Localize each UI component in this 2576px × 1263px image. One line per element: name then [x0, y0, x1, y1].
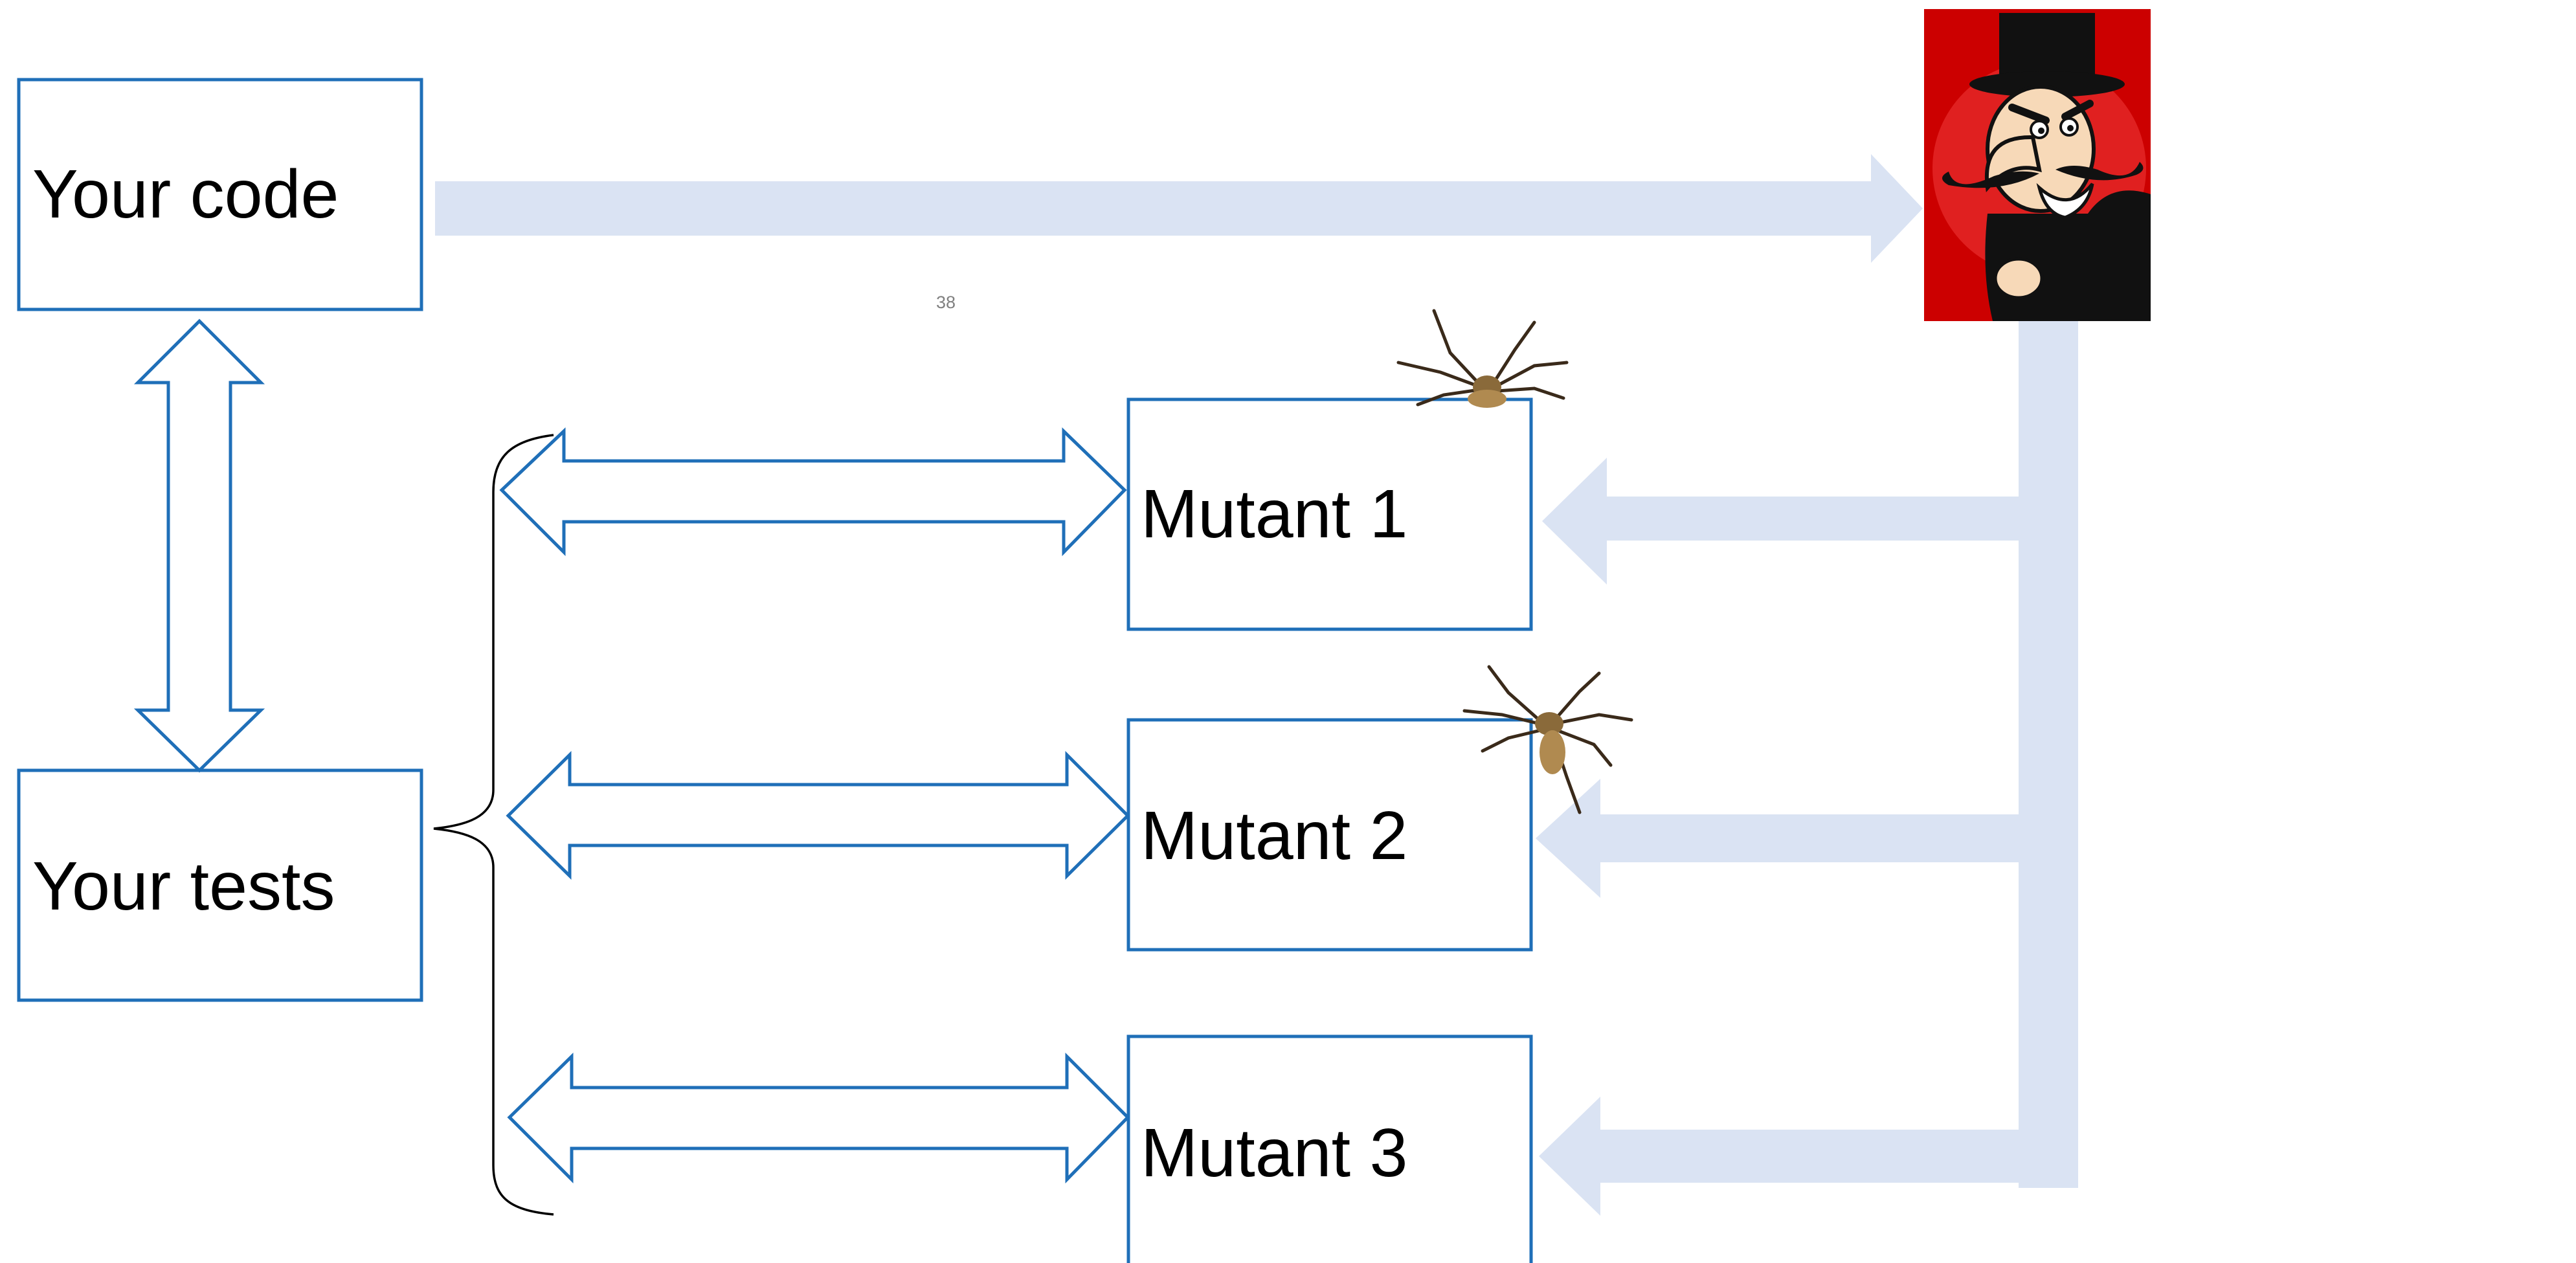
your-tests-label: Your tests	[32, 848, 335, 924]
villain-down-trunk	[2019, 317, 2078, 1188]
spider-icon-1	[1396, 309, 1569, 408]
mutant-3-label: Mutant 3	[1141, 1115, 1407, 1191]
mutant-1-label: Mutant 1	[1141, 476, 1407, 552]
code-tests-double-arrow	[133, 319, 265, 773]
spider-icon-2	[1462, 665, 1633, 814]
tests-mutant2-double-arrow	[506, 750, 1130, 880]
villain-to-mutant1-arrow	[1542, 458, 2026, 585]
your-code-box: Your code	[17, 78, 423, 311]
tests-mutant3-double-arrow	[507, 1052, 1130, 1184]
page-number: 38	[936, 293, 956, 312]
villain-to-mutant3-arrow	[1539, 1097, 2078, 1216]
mutant-1-box: Mutant 1	[1126, 397, 1533, 631]
mutant-3-box: Mutant 3	[1126, 1034, 1533, 1263]
your-tests-box: Your tests	[17, 768, 423, 1002]
mutant-2-box: Mutant 2	[1126, 718, 1533, 952]
code-to-villain-arrow	[435, 154, 1923, 263]
your-code-label: Your code	[32, 156, 339, 232]
villain-to-mutant2-arrow	[1536, 779, 2026, 898]
villain-cartoon-icon	[1924, 9, 2151, 321]
grouping-brace	[433, 434, 554, 1216]
mutant-2-label: Mutant 2	[1141, 798, 1407, 874]
flow-arrows	[435, 154, 2078, 1216]
tests-mutant1-double-arrow	[499, 427, 1127, 557]
